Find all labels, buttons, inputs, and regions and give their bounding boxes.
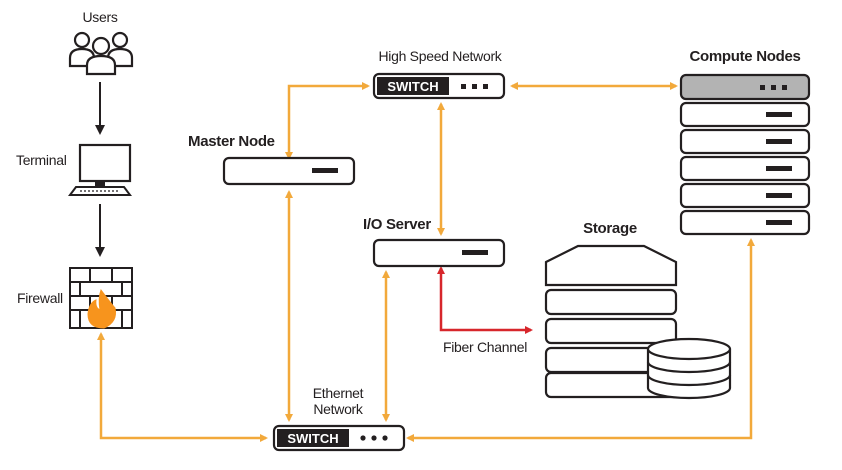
compute-header-unit (679, 73, 811, 101)
users-icon (68, 31, 134, 76)
compute-nodes-label: Compute Nodes (689, 48, 801, 65)
io-server-label: I/O Server (363, 216, 431, 233)
database-icon (646, 337, 732, 400)
ethernet-links (97, 82, 755, 442)
monitor-icon (68, 143, 132, 196)
ethernet-network-line2: Network (313, 401, 363, 417)
compute-unit (679, 101, 811, 236)
master-node (222, 156, 356, 186)
switch-top: SWITCH (372, 72, 506, 100)
link-fiber-channel (437, 266, 533, 334)
firewall-icon (69, 267, 133, 329)
ethernet-network-label: Ethernet Network (298, 385, 378, 417)
link-master-to-top-switch (285, 82, 370, 160)
io-server (372, 238, 506, 268)
master-node-label: Master Node (188, 133, 275, 150)
flame-icon (87, 288, 116, 329)
storage-top-cap (544, 244, 678, 287)
link-firewall-to-bottom-switch (97, 332, 268, 442)
compute-nodes (679, 73, 811, 236)
terminal-label: Terminal (16, 152, 67, 168)
high-speed-network-label: High Speed Network (378, 48, 502, 64)
storage-array (544, 244, 678, 399)
storage-label: Storage (583, 220, 637, 237)
users-label: Users (82, 9, 118, 25)
switch-bottom-label: SWITCH (287, 431, 338, 446)
ethernet-network-line1: Ethernet (312, 385, 364, 401)
firewall-label: Firewall (17, 290, 63, 306)
fiber-channel-label: Fiber Channel (443, 339, 528, 355)
switch-bottom: SWITCH (272, 424, 406, 452)
switch-top-label: SWITCH (387, 79, 438, 94)
link-bottom-switch-to-compute (406, 238, 755, 442)
